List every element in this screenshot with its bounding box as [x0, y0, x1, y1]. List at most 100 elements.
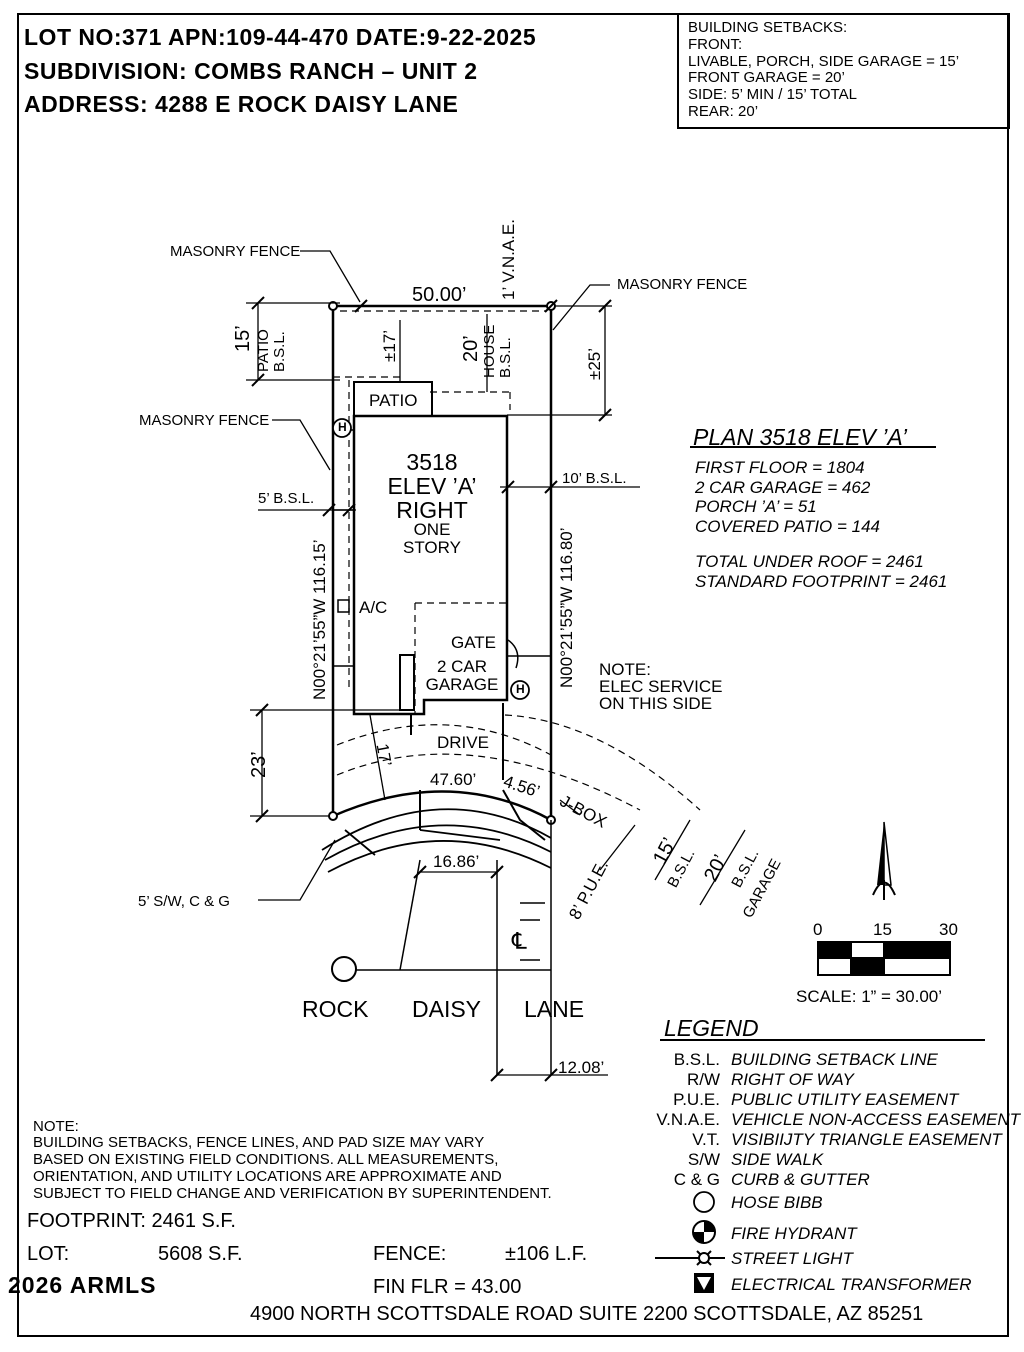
legend-abbr: B.S.L. [673, 1050, 720, 1069]
plan-info-garage: 2 CAR GARAGE = 462 [695, 478, 871, 497]
setbacks-front-garage: FRONT GARAGE = 20’ [688, 69, 845, 86]
masonry-fence-label-1: MASONRY FENCE [170, 243, 301, 260]
garage-label-1: 2 CAR [436, 657, 488, 676]
setbacks-box [677, 13, 1010, 129]
setbacks-side: SIDE: 5’ MIN / 15’ TOTAL [688, 86, 857, 103]
legend-street-light-icon [655, 1250, 725, 1266]
north-arrow-icon [872, 821, 896, 900]
masonry-fence-label-2: MASONRY FENCE [617, 276, 748, 293]
elec-note-line-2: ELEC SERVICE [599, 677, 723, 696]
legend-desc: RIGHT OF WAY [731, 1070, 854, 1089]
scale-tick-0: 0 [813, 920, 823, 939]
right-side-bsl: 10’ B.S.L. [562, 470, 627, 487]
note-line-3: ORIENTATION, AND UTILITY LOCATIONS ARE A… [33, 1168, 502, 1185]
note-line-1: BUILDING SETBACKS, FENCE LINES, AND PAD … [33, 1134, 485, 1151]
legend-abbr: V.T. [692, 1130, 720, 1149]
house-name-line-5: STORY [403, 538, 461, 557]
plan-info-title: PLAN 3518 ELEV ’A’ [693, 424, 907, 450]
house-setback-dim: 20’ [460, 335, 482, 362]
dim-17: 17’ [372, 742, 396, 768]
plan-info-patio: COVERED PATIO = 144 [695, 517, 881, 536]
legend-desc: VISIBIIJTY TRIANGLE EASEMENT [731, 1130, 1002, 1149]
dim-23: 23’ [248, 751, 270, 778]
note-title: NOTE: [33, 1118, 79, 1135]
gate-label: GATE [451, 633, 497, 652]
hose-bibb-label-2: H [516, 682, 525, 696]
gate-swing [507, 639, 519, 669]
lot-boundary [331, 304, 553, 822]
patio-setback-dim: 15’ [232, 325, 254, 352]
note-line-2: BASED ON EXISTING FIELD CONDITIONS. ALL … [33, 1151, 499, 1168]
hose-bibb-label-1: H [338, 420, 347, 434]
leader-lines [258, 250, 610, 901]
plus25-dim: ±25’ [585, 347, 604, 380]
garage-label-2: GARAGE [425, 675, 499, 694]
legend-abbr: R/W [686, 1070, 720, 1089]
vnae-label: 1’ V.N.A.E. [499, 219, 518, 300]
legend-desc: VEHICLE NON-ACCESS EASEMENT [731, 1110, 1021, 1129]
centerline-symbol: ℄ [512, 928, 527, 954]
house-bsl-label: HOUSE B.S.L. [481, 324, 514, 378]
footprint-total: FOOTPRINT: 2461 S.F. [27, 1210, 236, 1232]
right-lot-line-bearing: N00°21’55”W 116.80’ [557, 527, 576, 688]
setbacks-front: FRONT: [688, 36, 743, 53]
armls-watermark: 2026 ARMLS [8, 1272, 157, 1298]
top-width-dim: 50.00’ [412, 284, 467, 306]
fence-length-value: ±106 L.F. [505, 1243, 588, 1265]
house-name-line-4: ONE [413, 520, 451, 539]
legend-abbr: V.N.A.E. [656, 1110, 720, 1129]
elec-note-line-3: ON THIS SIDE [599, 694, 713, 713]
plan-info-footprint: STANDARD FOOTPRINT = 2461 [695, 572, 948, 591]
street-name-rock: ROCK [302, 996, 369, 1022]
legend-abbr: P.U.E. [673, 1090, 720, 1109]
header-subdivision: SUBDIVISION: COMBS RANCH – UNIT 2 [24, 58, 478, 84]
legend-fire-hydrant-icon [692, 1220, 716, 1244]
sidewalk-curb [321, 808, 552, 873]
fence-length-label: FENCE: [373, 1243, 447, 1265]
setback-lines [333, 310, 701, 811]
masonry-fence-label-3: MASONRY FENCE [139, 412, 270, 429]
street-name-lane: LANE [524, 996, 585, 1022]
scale-tick-30: 30 [939, 920, 958, 939]
setbacks-livable: LIVABLE, PORCH, SIDE GARAGE = 15’ [688, 53, 960, 70]
footer-address: 4900 NORTH SCOTTSDALE ROAD SUITE 2200 SC… [250, 1303, 924, 1325]
street-lines [356, 820, 552, 1075]
drive-label: DRIVE [437, 733, 489, 752]
legend-title: LEGEND [664, 1015, 759, 1041]
scale-label: SCALE: 1” = 30.00’ [796, 987, 943, 1006]
legend-electrical-transformer: ELECTRICAL TRANSFORMER [731, 1275, 972, 1294]
elec-note-line-1: NOTE: [599, 660, 651, 679]
street-cul-de-sac-marker [331, 956, 357, 982]
ac-unit [337, 599, 350, 613]
legend-hose-bibb: HOSE BIBB [731, 1193, 823, 1212]
scale-bar [817, 941, 951, 976]
header-address: ADDRESS: 4288 E ROCK DAISY LANE [24, 91, 459, 117]
house-outline [352, 414, 509, 716]
lot-area-label: LOT: [27, 1243, 70, 1265]
sidewalk-label: 5’ S/W, C & G [138, 893, 230, 910]
legend-desc: BUILDING SETBACK LINE [731, 1050, 938, 1069]
finish-floor: FIN FLR = 43.00 [373, 1276, 522, 1298]
house-name-line-3: RIGHT [396, 497, 468, 523]
header-lot-apn-date: LOT NO:371 APN:109-44-470 DATE:9-22-2025 [24, 24, 537, 50]
house-name-line-1: 3518 [406, 449, 458, 475]
plan-info-first-floor: FIRST FLOOR = 1804 [695, 458, 865, 477]
legend-abbr: S/W [687, 1150, 720, 1169]
legend-street-light: STREET LIGHT [731, 1249, 853, 1268]
dim-16-86: 16.86’ [433, 852, 480, 871]
hose-bibbs-plan [332, 418, 530, 700]
legend-desc: PUBLIC UTILITY EASEMENT [731, 1090, 959, 1109]
setbacks-rear: REAR: 20’ [688, 103, 759, 120]
dimension-lines [246, 302, 746, 1076]
dim-12-08: 12.08’ [558, 1058, 605, 1077]
porch-outline [399, 654, 415, 711]
legend-fire-hydrant: FIRE HYDRANT [731, 1224, 857, 1243]
front-width-dim: 47.60’ [430, 770, 477, 789]
left-lot-line-bearing: N00°21’55”W 116.15’ [310, 539, 329, 700]
dimension-ticks [251, 296, 612, 1082]
ac-label: A/C [359, 598, 388, 617]
plan-info-porch: PORCH ’A’ = 51 [695, 497, 817, 516]
plan-info-under-roof: TOTAL UNDER ROOF = 2461 [695, 552, 924, 571]
